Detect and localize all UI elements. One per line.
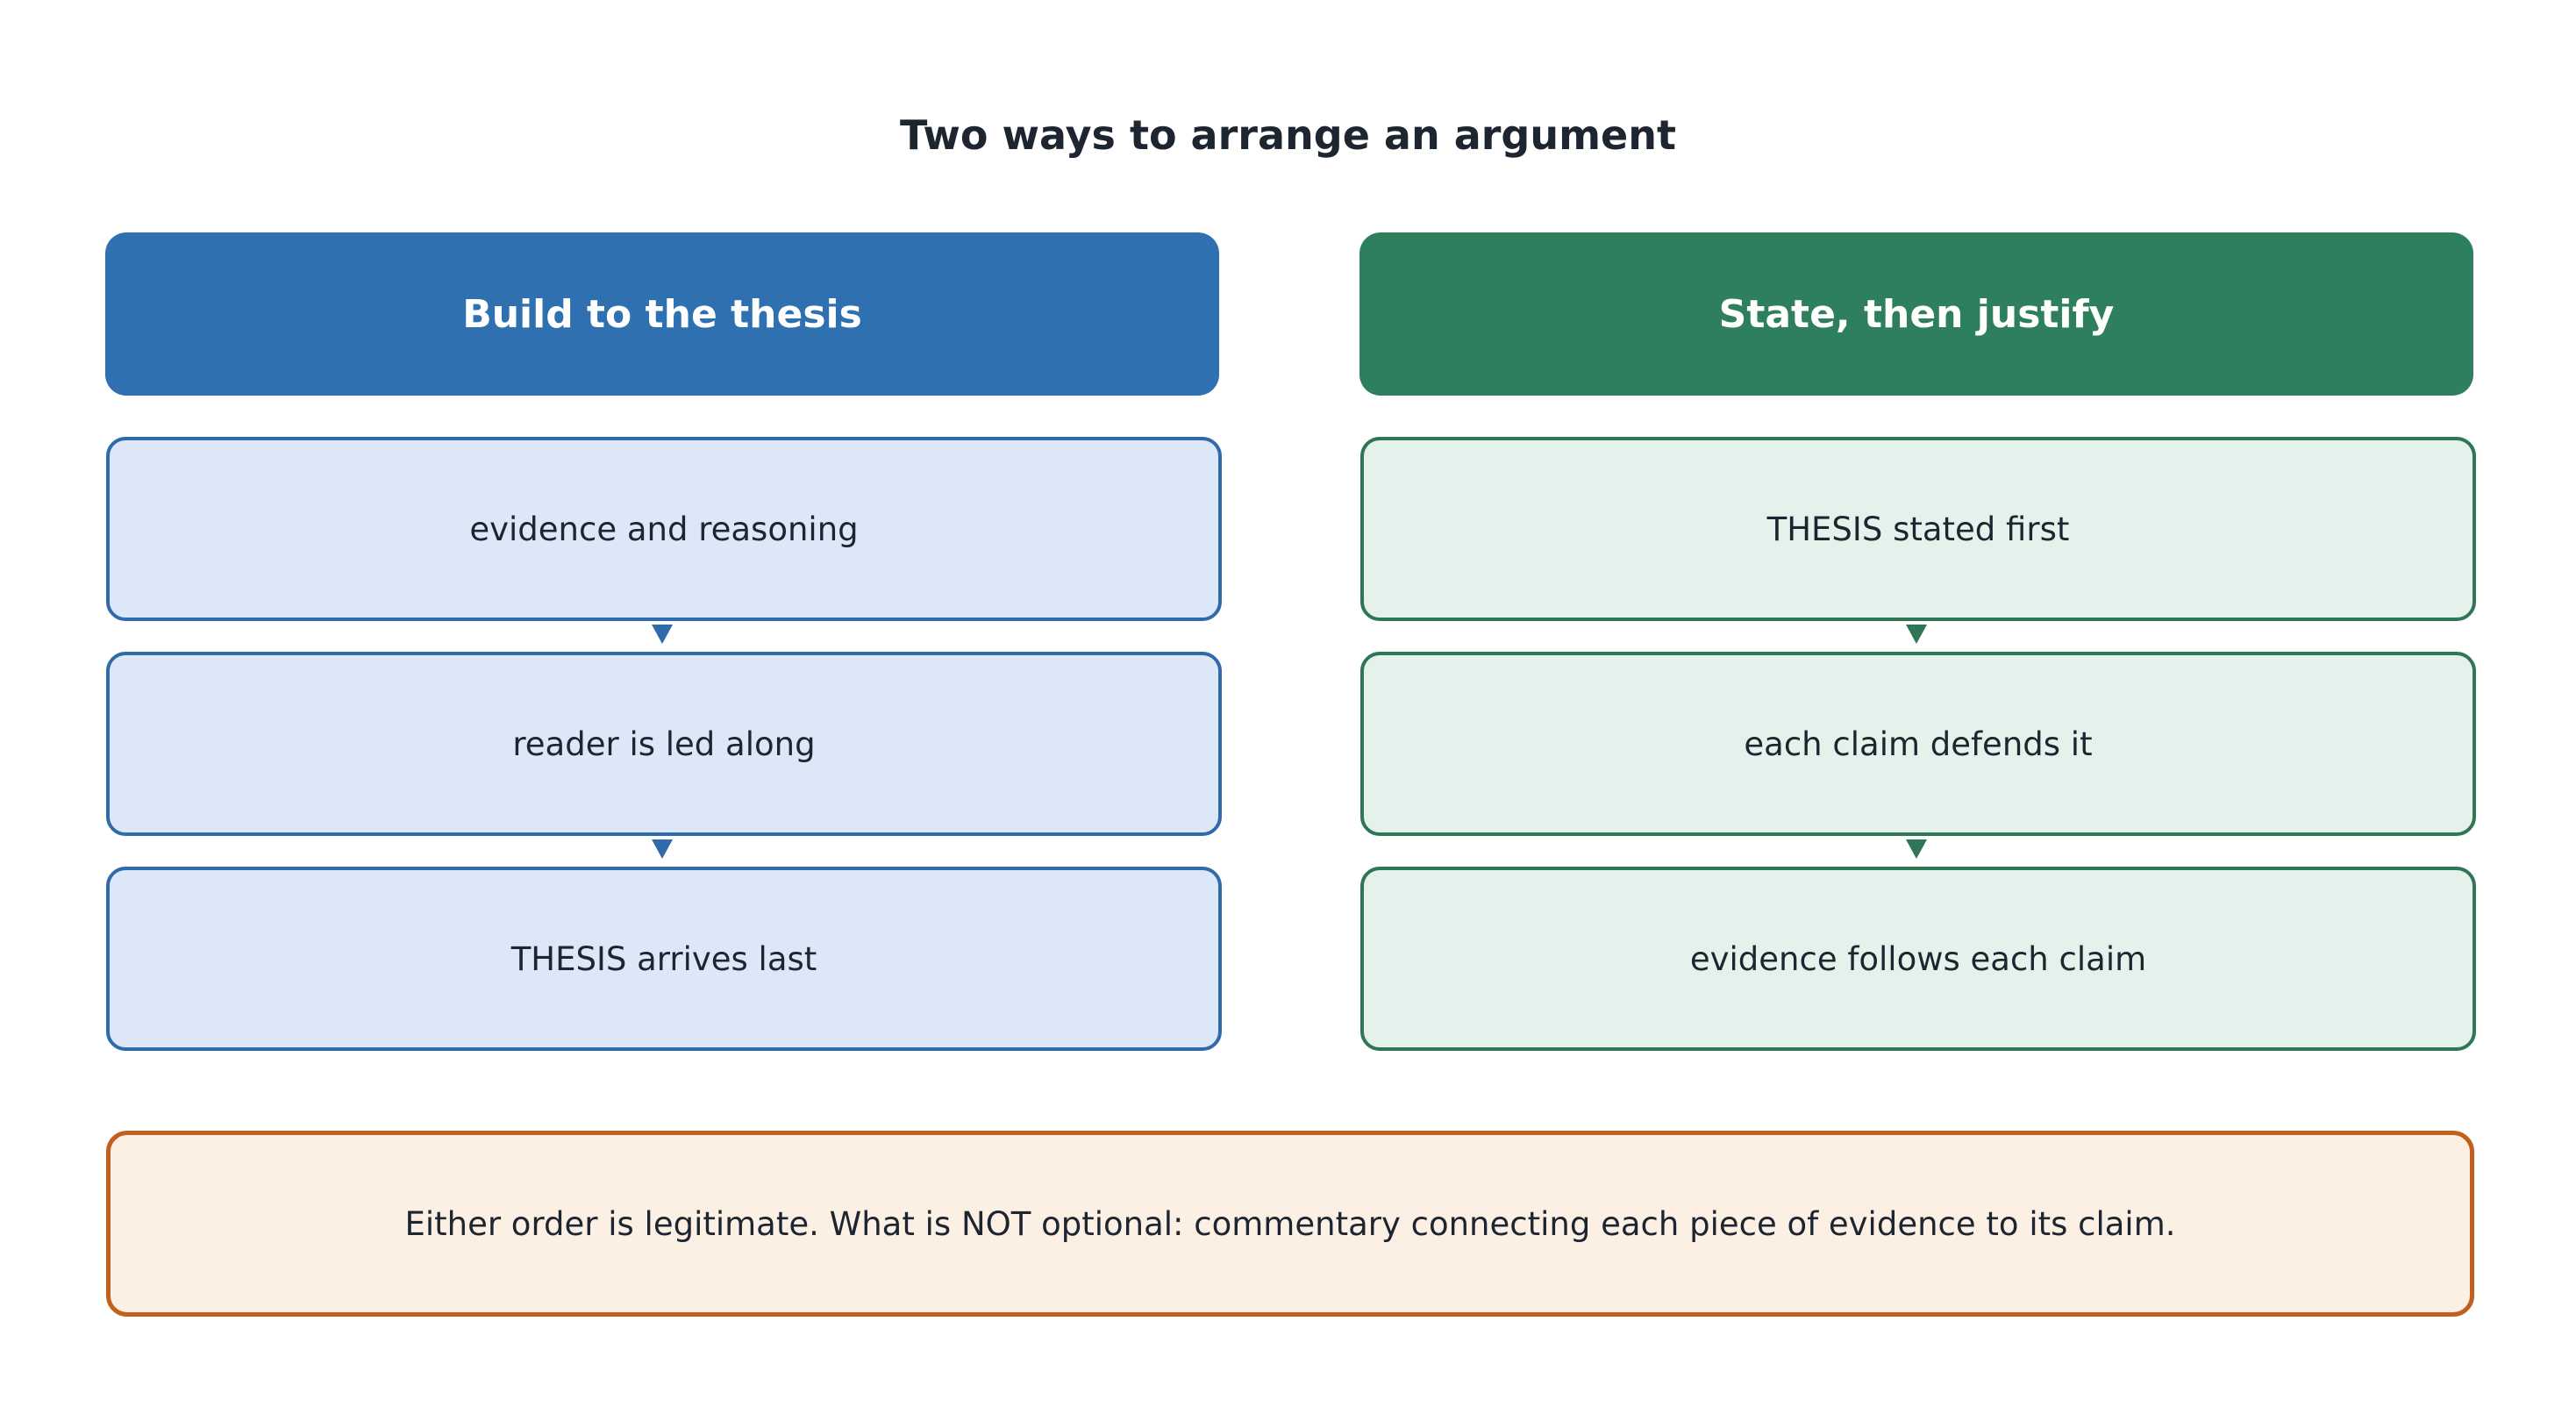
right-step-3: evidence follows each claim [1360, 867, 2476, 1051]
left-arrow-down-icon-1 [652, 625, 673, 644]
left-step-1: evidence and reasoning [106, 437, 1222, 621]
left-arrow-down-icon-2 [652, 839, 673, 859]
right-step-1: THESIS stated first [1360, 437, 2476, 621]
right-arrow-down-icon-2 [1906, 839, 1927, 859]
column-header-state-then-justify: State, then justify [1359, 232, 2473, 396]
left-step-2: reader is led along [106, 652, 1222, 836]
summary-note: Either order is legitimate. What is NOT … [106, 1131, 2474, 1317]
left-step-3: THESIS arrives last [106, 867, 1222, 1051]
column-header-build-to-thesis: Build to the thesis [105, 232, 1219, 396]
right-arrow-down-icon-1 [1906, 625, 1927, 644]
right-step-2: each claim defends it [1360, 652, 2476, 836]
diagram-title: Two ways to arrange an argument [900, 111, 1676, 159]
